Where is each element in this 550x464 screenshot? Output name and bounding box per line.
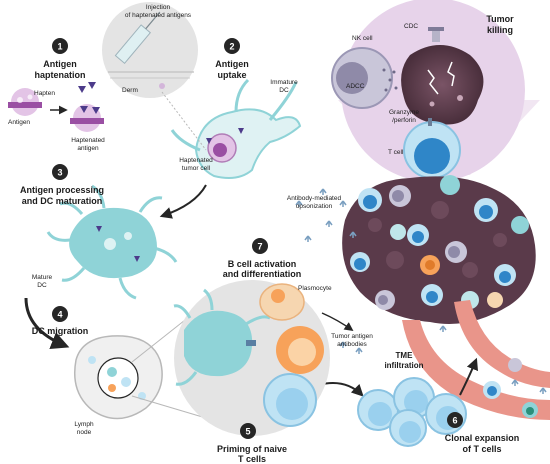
priming-dc <box>173 288 271 386</box>
complement-icon <box>428 27 444 42</box>
step-2-title-line2: uptake <box>217 70 246 80</box>
label-lymph-node-1: Lymph <box>74 421 94 428</box>
tumor-mass <box>342 175 536 324</box>
injection-zoom <box>102 2 198 98</box>
label-immature-dc-1: Immature <box>270 79 298 86</box>
tumor-dc-cells <box>390 175 529 309</box>
tumor-killing-zoom <box>331 0 540 182</box>
step-5-title-line1: Priming of naive <box>217 444 287 454</box>
tumor-t-cells <box>350 188 516 306</box>
svg-text:2: 2 <box>229 42 234 52</box>
hapten-antigen-icon <box>8 82 104 132</box>
label-injection-2: of haptenated antigens <box>125 12 192 19</box>
label-antigen: Antigen <box>8 119 30 126</box>
label-granzyme-2: /perforin <box>392 117 416 124</box>
label-haptenated-tumor-cell-2: tumor cell <box>182 165 211 172</box>
arrow-uptake-to-maturation <box>159 184 207 219</box>
step-1-title-line2: haptenation <box>35 70 86 80</box>
label-hapten: Hapten <box>34 90 55 97</box>
step-badge-5: 5 <box>240 423 256 439</box>
tumor-nk-cells <box>375 185 467 310</box>
label-mature-dc-2: DC <box>37 282 47 289</box>
step-5-title-line2: T cells <box>238 454 266 464</box>
step-badge-7: 7 <box>252 238 268 254</box>
plasmocyte-cell <box>259 283 305 321</box>
step-3-title-line2: and DC maturation <box>22 196 103 206</box>
blood-vessel <box>402 300 550 420</box>
priming-b-cell <box>276 326 324 374</box>
arrow-to-antibodies <box>321 312 354 332</box>
priming-zoom <box>173 280 330 436</box>
step-4-title: DC migration <box>32 326 89 336</box>
step-badge-3: 3 <box>52 164 68 180</box>
step-3-title-line1: Antigen processing <box>20 185 104 195</box>
step-7-title-line1: B cell activation <box>228 259 297 269</box>
label-cdc: CDC <box>404 23 418 30</box>
label-tumor-antigen-antibodies-1: Tumor antigen <box>331 333 373 340</box>
label-adcc: ADCC <box>346 83 365 90</box>
label-plasmocyte: Plasmocyte <box>298 285 332 292</box>
step-badge-4: 4 <box>52 306 68 322</box>
step-6-title-line2: of T cells <box>462 444 501 454</box>
label-tumor-killing-2: killing <box>487 25 513 35</box>
step-badge-6: 6 <box>447 412 463 428</box>
dying-tumor-cell <box>401 45 484 125</box>
label-derm: Derm <box>122 87 138 94</box>
label-granzyme-1: Granzyme <box>389 109 419 116</box>
svg-text:4: 4 <box>57 310 62 320</box>
label-immature-dc-2: DC <box>279 87 289 94</box>
priming-t-cell <box>263 373 317 427</box>
label-tme-1: TME <box>396 351 414 360</box>
label-haptenated-antigen-1: Haptenated <box>71 137 105 144</box>
step-6-title-line1: Clonal expansion <box>445 433 520 443</box>
syringe-icon <box>114 11 161 65</box>
label-haptenated-antigen-2: antigen <box>77 145 99 152</box>
label-haptenated-tumor-cell-1: Haptenated <box>179 157 213 164</box>
label-injection-1: Injection <box>146 4 171 11</box>
svg-text:5: 5 <box>245 427 250 437</box>
label-lymph-node-2: node <box>77 429 92 436</box>
label-t-cell: T cell <box>388 149 404 156</box>
label-tumor-antigen-antibodies-2: antibodies <box>337 341 367 348</box>
mature-dc <box>46 184 178 300</box>
svg-text:1: 1 <box>57 42 62 52</box>
label-nk-cell: NK cell <box>352 35 373 42</box>
label-mature-dc-1: Mature <box>32 274 53 281</box>
arrow-maturation-to-migration <box>24 297 70 350</box>
label-antibody-opsonization-1: Antibody-mediated <box>287 195 342 202</box>
antibodies <box>295 188 547 394</box>
step-badge-2: 2 <box>224 38 240 54</box>
svg-text:7: 7 <box>257 242 262 252</box>
label-tme-2: infiltration <box>384 361 423 370</box>
step-7-title-line2: and differentiation <box>223 269 302 279</box>
label-antibody-opsonization-2: opsonization <box>296 203 333 210</box>
step-2-title-line1: Antigen <box>215 59 249 69</box>
lymph-node <box>74 335 163 420</box>
immature-dc <box>170 78 302 179</box>
arrow-to-tme <box>459 357 479 396</box>
svg-text:3: 3 <box>57 168 62 178</box>
label-tumor-killing-1: Tumor <box>486 14 514 24</box>
nk-cell <box>331 47 398 109</box>
step-1-title-line1: Antigen <box>43 59 77 69</box>
svg-text:6: 6 <box>452 416 457 426</box>
step-badge-1: 1 <box>52 38 68 54</box>
tumor-b-cells <box>420 255 503 308</box>
